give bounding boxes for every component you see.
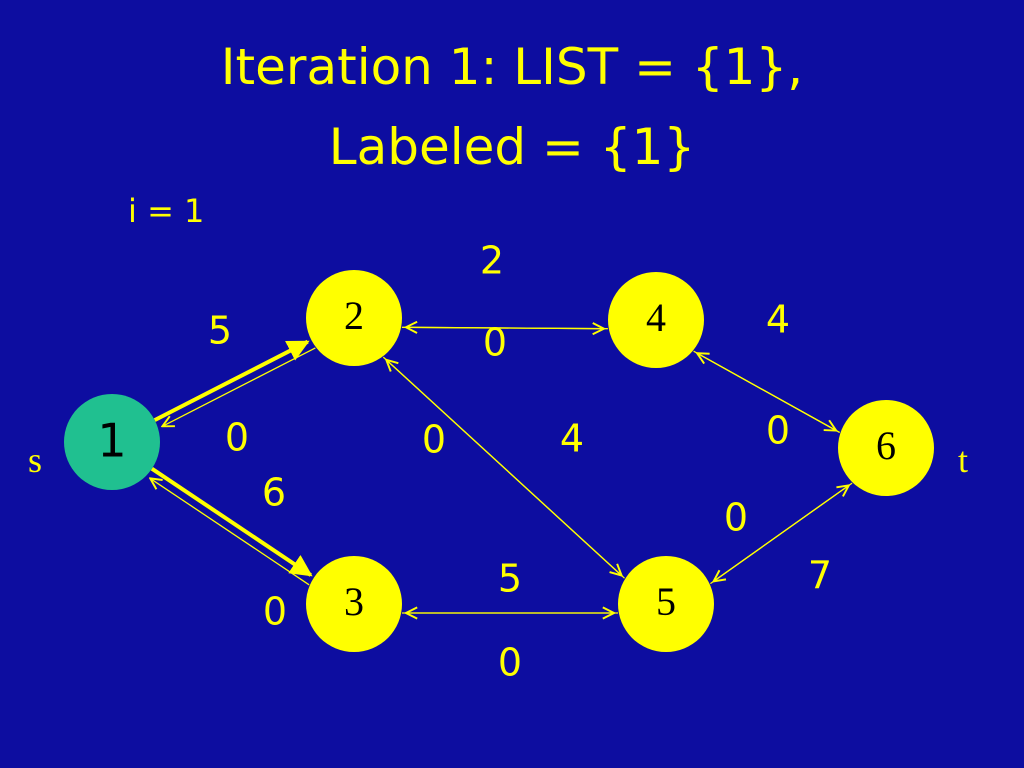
- node-3-circle: [306, 556, 402, 652]
- node-2: 2: [306, 270, 402, 366]
- source-label: s: [28, 440, 42, 480]
- node-2-circle: [306, 270, 402, 366]
- edge-4-2: [406, 327, 608, 328]
- node-5-label: 5: [656, 579, 676, 624]
- edge-6-4: [697, 353, 841, 434]
- edge-1-3: [150, 467, 313, 577]
- edge-label-6-5: 7: [808, 554, 832, 598]
- edge-label-3-1: 0: [263, 590, 287, 634]
- node-5: 5: [618, 556, 714, 652]
- slide-title-line-1: Iteration 1: LIST = {1},: [220, 38, 804, 96]
- edge-2-1: [162, 347, 316, 426]
- edge-label-1-2: 5: [208, 309, 232, 353]
- edge-label-5-2: 0: [422, 418, 446, 462]
- node-3-label: 3: [344, 579, 364, 624]
- iteration-label: i = 1: [128, 192, 205, 230]
- edge-3-1: [150, 478, 310, 586]
- node-4-label: 4: [646, 295, 666, 340]
- slide-title-line-2: Labeled = {1}: [328, 118, 696, 176]
- edge-label-2-4: 2: [480, 239, 504, 283]
- edge-1-2: [153, 339, 310, 422]
- edge-label-4-2: 0: [483, 321, 507, 365]
- edge-label-3-5: 5: [498, 557, 522, 601]
- node-4: 4: [608, 272, 704, 368]
- node-2-label: 2: [344, 293, 364, 338]
- node-6-label: 6: [876, 423, 896, 468]
- edge-label-5-6: 0: [724, 496, 748, 540]
- node-6: 6: [838, 400, 934, 496]
- edge-5-2: [386, 360, 625, 579]
- node-1: 1: [64, 394, 160, 490]
- node-1-circle: [64, 394, 160, 490]
- nodes-layer: 1 s 2 3 4 5 6 t: [28, 270, 968, 652]
- node-1-label: 1: [97, 414, 126, 468]
- sink-label: t: [958, 440, 968, 480]
- edge-label-2-1: 0: [225, 416, 249, 460]
- node-5-circle: [618, 556, 714, 652]
- edge-label-4-6: 4: [766, 298, 790, 342]
- node-4-circle: [608, 272, 704, 368]
- edge-6-5: [714, 482, 853, 581]
- edge-label-2-5: 4: [560, 417, 584, 461]
- node-6-circle: [838, 400, 934, 496]
- node-3: 3: [306, 556, 402, 652]
- edges-layer: [150, 327, 853, 613]
- edge-label-6-4: 0: [766, 409, 790, 453]
- edge-label-1-3: 6: [262, 471, 286, 515]
- edge-label-5-3: 0: [498, 641, 522, 685]
